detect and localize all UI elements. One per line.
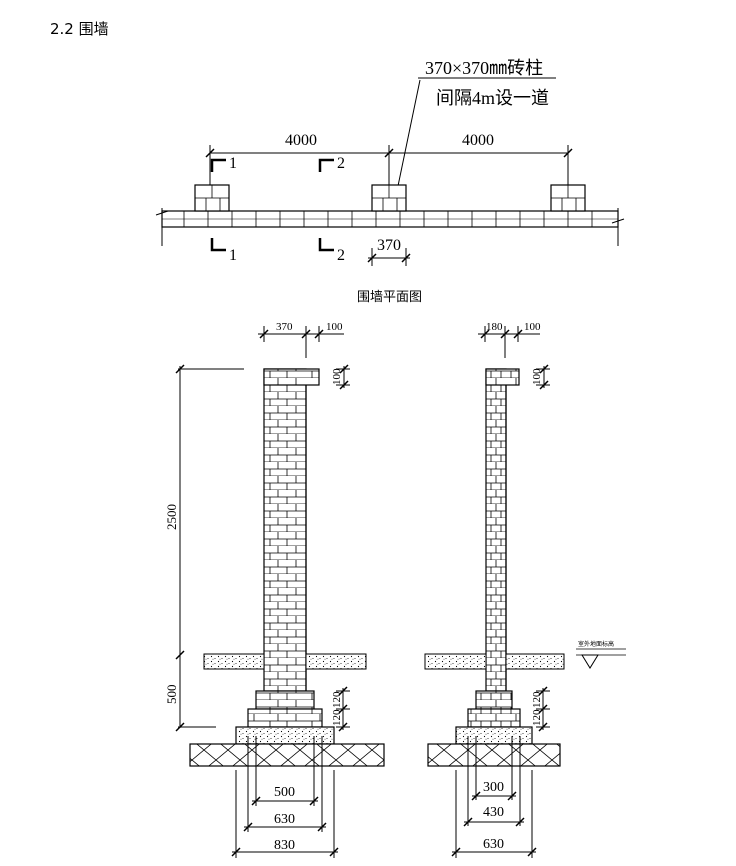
right-width-630: 630 bbox=[483, 837, 504, 852]
callout-line1: 370×370㎜砖柱 bbox=[425, 58, 543, 78]
section-mark-1-top: 1 bbox=[229, 155, 237, 172]
section-mark-1-bottom: 1 bbox=[229, 247, 237, 264]
left-wall-height: 2500 bbox=[164, 504, 179, 530]
left-top-width: 370 bbox=[276, 321, 293, 333]
spacing-right-label: 4000 bbox=[462, 132, 494, 149]
spacing-left-label: 4000 bbox=[285, 132, 317, 149]
plan-pier-3 bbox=[550, 184, 586, 212]
left-cap-projection: 100 bbox=[326, 321, 343, 333]
right-width-300: 300 bbox=[483, 780, 504, 795]
plan-view: 370×370㎜砖柱 间隔4m设一道 4000 4000 1 2 1 2 bbox=[155, 58, 625, 304]
section-mark-2-top: 2 bbox=[337, 155, 345, 172]
section-mark-2-bottom: 2 bbox=[337, 247, 345, 264]
plan-pier-1 bbox=[194, 184, 230, 212]
right-cap-projection: 100 bbox=[524, 321, 541, 333]
left-step1: 120 bbox=[331, 691, 343, 708]
left-width-830: 830 bbox=[274, 838, 295, 853]
left-below-ground: 500 bbox=[164, 685, 179, 705]
section-heading: 2.2 围墙 bbox=[50, 20, 109, 38]
plan-caption: 围墙平面图 bbox=[357, 289, 422, 304]
left-step2: 120 bbox=[331, 709, 343, 726]
ground-level-label: 室外地面标高 bbox=[578, 640, 614, 648]
left-cap-height: 100 bbox=[331, 368, 343, 385]
callout-line2: 间隔4m设一道 bbox=[436, 88, 549, 108]
left-width-500: 500 bbox=[274, 785, 295, 800]
right-width-430: 430 bbox=[483, 805, 504, 820]
pier-width-label: 370 bbox=[377, 237, 401, 254]
right-top-width: 180 bbox=[486, 321, 503, 333]
plan-pier-2 bbox=[371, 184, 407, 212]
section-right: 180 100 100 室外地面标高 120 1 bbox=[424, 321, 626, 858]
right-cap-height: 100 bbox=[531, 368, 543, 385]
right-step1: 120 bbox=[531, 691, 543, 708]
ground-level-symbol bbox=[581, 654, 599, 669]
left-width-630: 630 bbox=[274, 812, 295, 827]
right-step2: 120 bbox=[531, 709, 543, 726]
section-left: 370 100 100 2500 500 bbox=[164, 321, 385, 858]
